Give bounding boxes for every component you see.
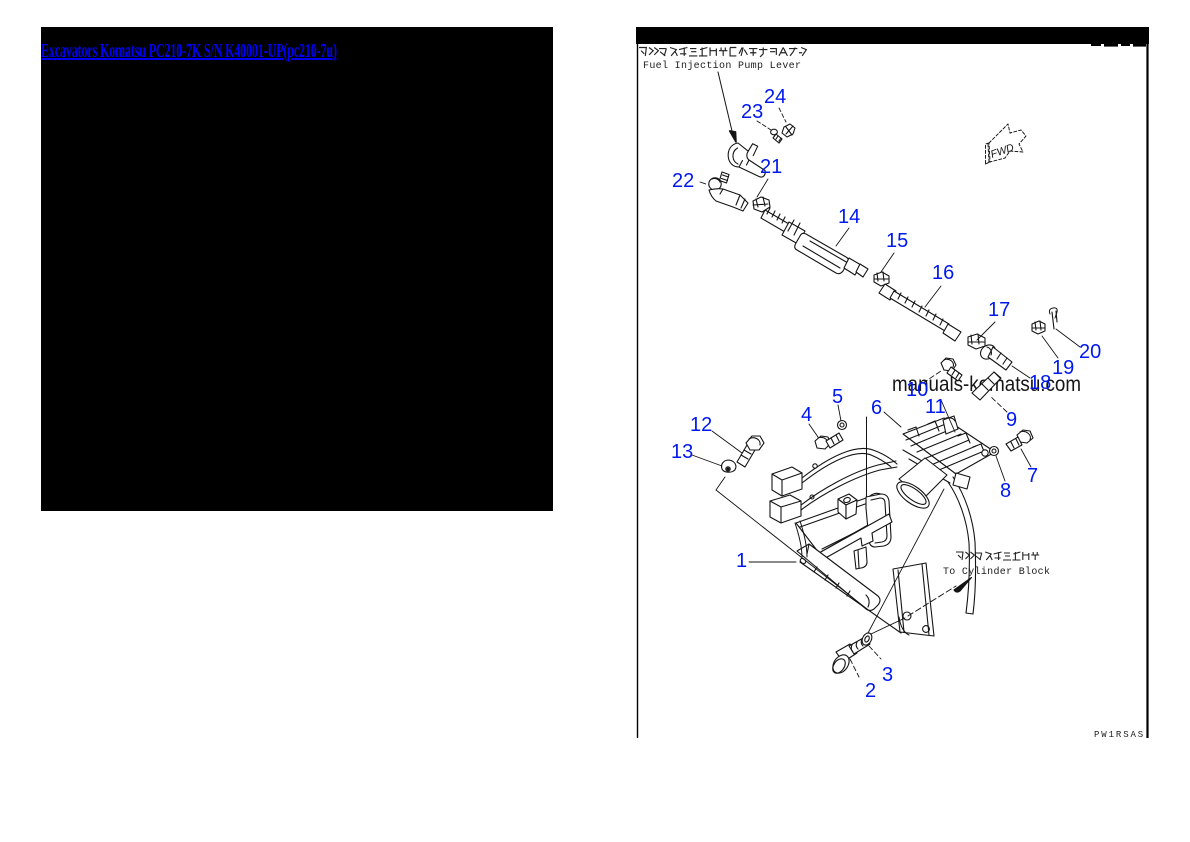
svg-text:20: 20 <box>1079 341 1101 363</box>
svg-text:24: 24 <box>764 86 786 108</box>
svg-text:14: 14 <box>838 206 860 228</box>
svg-text:8: 8 <box>1000 480 1011 502</box>
svg-text:2: 2 <box>865 680 876 702</box>
svg-text:11: 11 <box>925 396 946 418</box>
svg-text:9: 9 <box>1006 409 1017 431</box>
svg-text:19: 19 <box>1052 357 1074 379</box>
svg-text:To Cylinder Block: To Cylinder Block <box>943 566 1050 578</box>
svg-text:15: 15 <box>886 230 908 252</box>
svg-text:18: 18 <box>1029 372 1051 394</box>
svg-text:1: 1 <box>736 550 747 572</box>
svg-text:5: 5 <box>832 386 843 408</box>
svg-text:21: 21 <box>760 156 782 178</box>
svg-text:10: 10 <box>906 379 928 401</box>
svg-text:6: 6 <box>871 397 882 419</box>
svg-text:3: 3 <box>882 664 893 686</box>
svg-text:12: 12 <box>690 414 712 436</box>
svg-text:17: 17 <box>988 299 1010 321</box>
svg-text:Fuel Injection Pump Lever: Fuel Injection Pump Lever <box>643 60 801 72</box>
svg-text:7: 7 <box>1027 465 1038 487</box>
svg-text:22: 22 <box>672 170 694 192</box>
svg-text:13: 13 <box>671 441 693 463</box>
svg-text:16: 16 <box>932 262 954 284</box>
svg-text:4: 4 <box>801 404 812 426</box>
svg-text:23: 23 <box>741 101 763 123</box>
svg-text:PW1RSAS: PW1RSAS <box>1094 730 1145 740</box>
